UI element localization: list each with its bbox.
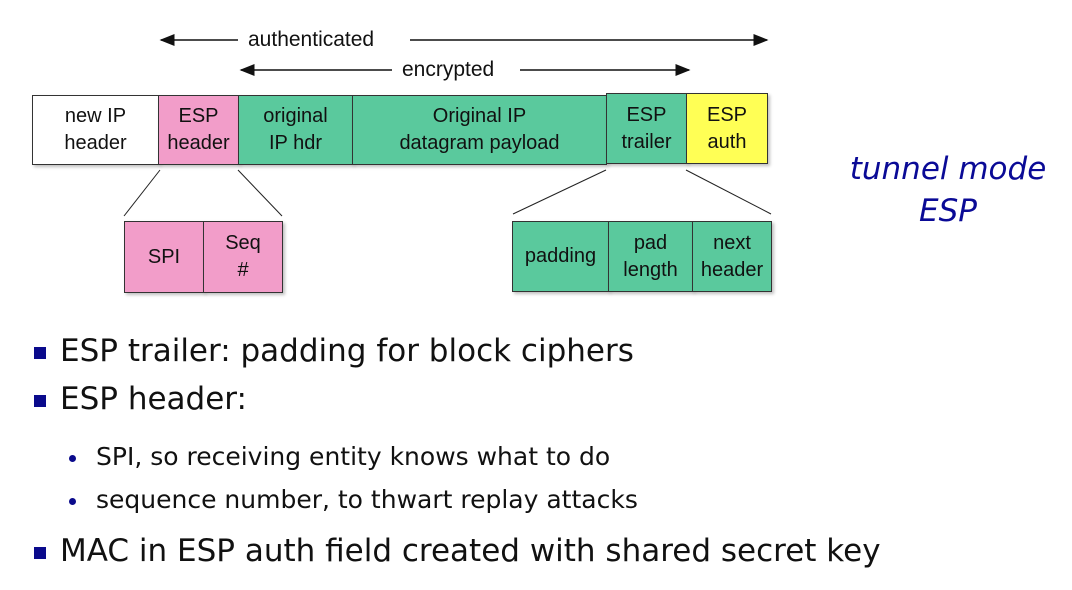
square-bullet-icon — [34, 347, 46, 359]
esp-trailer-connector-left — [512, 169, 607, 215]
round-bullet-icon — [69, 455, 76, 462]
field-pad-length: pad length — [608, 221, 693, 292]
field-esp-auth: ESP auth — [686, 93, 768, 164]
field-text: header — [64, 132, 127, 154]
encrypted-label: encrypted — [396, 58, 501, 82]
field-text: IP hdr — [268, 132, 322, 154]
field-esp-header: ESP header — [158, 95, 239, 165]
field-spi: SPI — [124, 221, 204, 293]
field-text: header — [167, 132, 230, 154]
square-bullet-icon — [34, 547, 46, 559]
field-text: auth — [707, 130, 747, 153]
field-text: ESP — [706, 103, 748, 126]
sub-bullet-item: sequence number, to thwart replay attack… — [96, 485, 638, 514]
field-seq-number: Seq # — [203, 221, 283, 293]
field-text: new IP — [64, 105, 127, 127]
field-original-ip-hdr: original IP hdr — [238, 95, 353, 165]
field-text: original — [263, 105, 328, 127]
bullet-item: ESP header: — [60, 381, 247, 417]
esp-header-connector-left — [123, 169, 161, 217]
field-text: ESP — [626, 103, 667, 126]
esp-trailer-connector-right — [685, 169, 772, 215]
bullet-item: ESP trailer: padding for block ciphers — [60, 333, 634, 369]
square-bullet-icon — [34, 395, 46, 407]
field-text: datagram payload — [399, 132, 560, 154]
field-next-header: next header — [692, 221, 772, 292]
bullet-item: MAC in ESP auth field created with share… — [60, 533, 881, 569]
authenticated-label: authenticated — [242, 28, 381, 52]
field-text: # — [237, 259, 249, 281]
field-text: Original IP — [432, 105, 527, 127]
field-original-ip-payload: Original IP datagram payload — [352, 95, 607, 165]
field-text: padding — [524, 245, 597, 267]
esp-header-connector-right — [237, 169, 283, 217]
field-padding: padding — [512, 221, 609, 292]
field-text: length — [623, 258, 678, 281]
field-text: Seq — [225, 232, 261, 254]
field-text: trailer — [621, 130, 672, 153]
field-new-ip-header: new IP header — [32, 95, 159, 165]
field-text: ESP — [178, 105, 219, 127]
field-text: header — [700, 258, 764, 281]
mode-label: tunnel mode ESP — [830, 148, 1066, 232]
diagram-lines — [123, 34, 772, 217]
field-text: next — [713, 231, 751, 254]
sub-bullet-item: SPI, so receiving entity knows what to d… — [96, 442, 611, 471]
field-text: SPI — [147, 245, 181, 268]
mode-label-line1: tunnel mode — [849, 151, 1047, 187]
round-bullet-icon — [69, 498, 76, 505]
mode-label-line2: ESP — [919, 193, 977, 229]
field-esp-trailer: ESP trailer — [606, 93, 687, 164]
field-text: pad — [633, 231, 668, 254]
